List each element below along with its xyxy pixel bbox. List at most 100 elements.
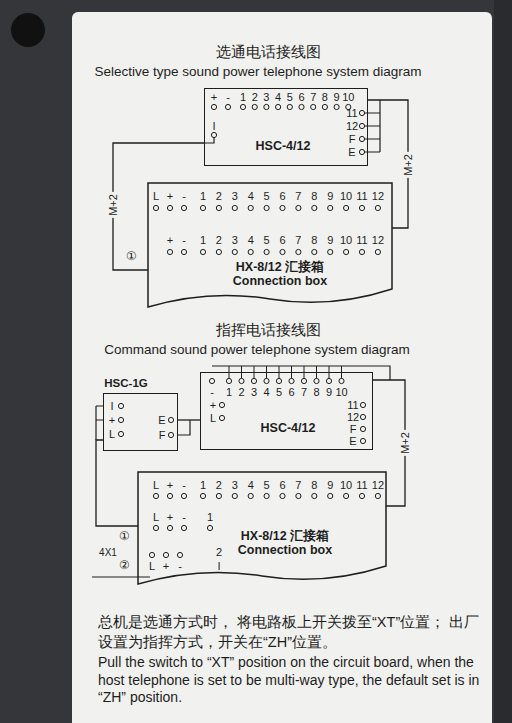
terminal-label: 12 [347, 411, 359, 423]
terminal-label: - [182, 234, 186, 246]
terminal-circle [200, 493, 205, 498]
terminal-circle [264, 249, 269, 254]
terminal-circle [375, 249, 380, 254]
box-label: HX-8/12 汇接箱 Connection box [220, 530, 350, 558]
terminal-circle [177, 552, 182, 557]
terminal-label: L [153, 190, 159, 202]
terminal-circle [239, 378, 244, 383]
terminal-circle [167, 493, 172, 498]
terminal-label: + [167, 190, 173, 202]
terminal-circle [181, 525, 186, 530]
box-outline [148, 183, 392, 313]
terminal-label: 4 [248, 234, 254, 246]
terminal-circle [359, 136, 364, 141]
telephone-box: HSC-1G [103, 393, 178, 451]
terminal-label: E [348, 146, 355, 158]
terminal-circle [167, 249, 172, 254]
terminal-label: 11 [347, 399, 358, 411]
terminal-label: 3 [232, 234, 238, 246]
terminal-label: 12 [372, 479, 384, 491]
terminal-circle [209, 378, 214, 383]
terminal-label: 8 [313, 386, 319, 398]
terminal-circle [181, 493, 186, 498]
terminal-label: - [182, 479, 186, 491]
terminal-circle [276, 378, 281, 383]
terminal-label: 9 [327, 479, 333, 491]
terminal-label: F [350, 423, 357, 435]
terminal-label: 4 [275, 91, 281, 103]
terminal-circle [216, 493, 221, 498]
terminal-circle [163, 552, 168, 557]
terminal-circle [232, 205, 237, 210]
terminal-label: 6 [279, 190, 285, 202]
terminal-circle [359, 249, 364, 254]
terminal-label: 2 [216, 190, 222, 202]
terminal-circle [360, 414, 365, 419]
terminal-label: - [210, 386, 214, 398]
terminal-circle [264, 493, 269, 498]
wire [178, 420, 190, 435]
terminal-label: 11 [356, 479, 367, 491]
note-text: Pull the switch to “XT” position on the … [98, 654, 490, 707]
terminal-circle [226, 378, 231, 383]
cable-line [178, 419, 200, 420]
terminal-label: L [210, 412, 216, 424]
terminal-circle [168, 432, 173, 437]
wire [204, 138, 214, 143]
terminal-circle [312, 493, 317, 498]
terminal-label: + [167, 234, 173, 246]
terminal-circle [248, 249, 253, 254]
terminal-label: F [159, 429, 166, 441]
terminal-circle [359, 123, 364, 128]
terminal-circle [207, 525, 212, 530]
terminal-label: 10 [335, 386, 347, 398]
callout-number: ② [119, 559, 130, 572]
box-outline-path [148, 183, 392, 307]
terminal-circle [248, 205, 253, 210]
telephone-box: HSC-4/12 [204, 88, 368, 166]
terminal-circle [264, 205, 269, 210]
terminal-circle [344, 205, 349, 210]
terminal-circle [248, 493, 253, 498]
terminal-circle [118, 403, 123, 408]
terminal-circle [359, 493, 364, 498]
terminal-label: - [178, 560, 182, 572]
terminal-circle [211, 132, 216, 137]
terminal-label: 1 [207, 511, 213, 523]
telephone-box: HSC-4/12 [200, 372, 373, 450]
terminal-label: L [153, 511, 159, 523]
terminal-label: I [217, 560, 220, 572]
terminal-label: + [211, 91, 217, 103]
note-text: 总机是选通方式时， 将电路板上开关拨至“XT”位置； 出厂设置为指挥方式，开关在… [98, 612, 490, 652]
terminal-circle [240, 104, 245, 109]
terminal-label: - [226, 91, 230, 103]
terminal-label: 10 [340, 190, 352, 202]
wire [96, 406, 103, 440]
terminal-label: 2 [252, 91, 258, 103]
terminal-label: 9 [327, 234, 333, 246]
terminal-circle [296, 249, 301, 254]
terminal-label: 2 [216, 234, 222, 246]
terminal-label: 2 [216, 546, 222, 558]
terminal-label: 4 [248, 190, 254, 202]
terminal-label: 8 [311, 234, 317, 246]
terminal-label: 7 [310, 91, 316, 103]
terminal-label: 3 [232, 190, 238, 202]
cable-line [96, 440, 138, 526]
terminal-label: 7 [301, 386, 307, 398]
terminal-label: 2 [216, 479, 222, 491]
terminal-label: 7 [295, 190, 301, 202]
section-heading: Selective type sound power telephone sys… [94, 65, 421, 80]
terminal-label: 10 [342, 91, 354, 103]
terminal-circle [299, 104, 304, 109]
terminal-circle [322, 104, 327, 109]
terminal-circle [289, 378, 294, 383]
box-label: HSC-1G [104, 377, 147, 390]
terminal-label: 6 [279, 479, 285, 491]
terminal-circle [311, 104, 316, 109]
terminal-label: + [167, 511, 173, 523]
box-label: HSC-4/12 [256, 140, 311, 154]
panel-edge [494, 0, 512, 723]
terminal-circle [339, 378, 344, 383]
terminal-label: 1 [200, 190, 206, 202]
